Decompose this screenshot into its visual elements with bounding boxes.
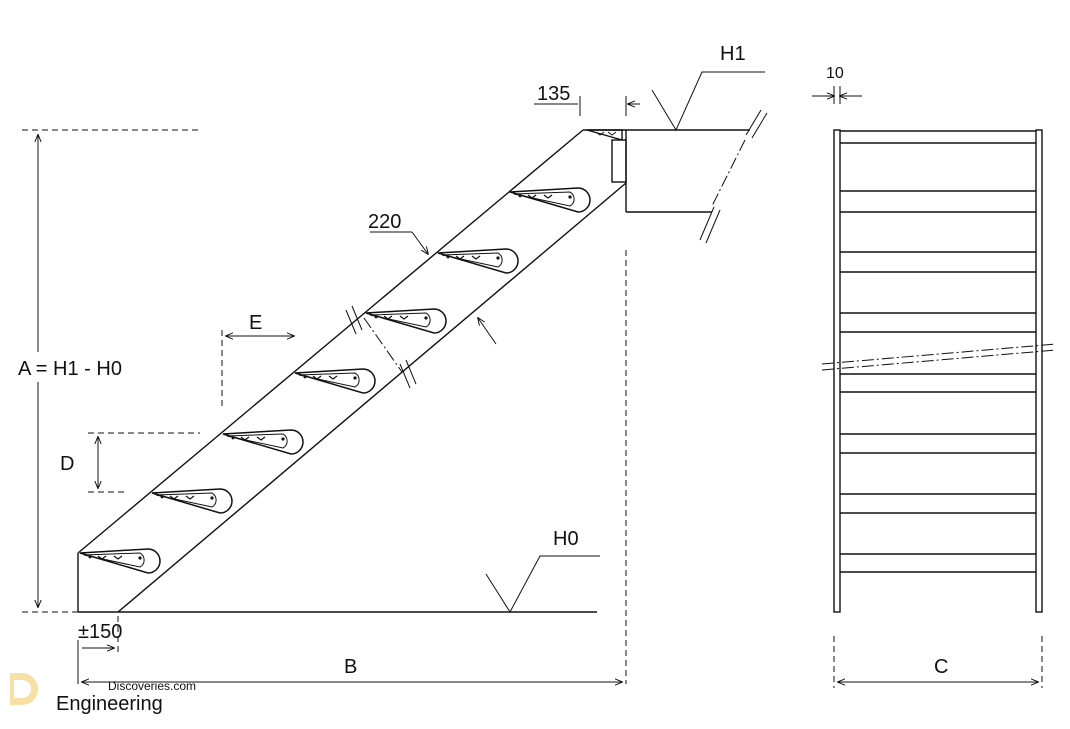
tread <box>151 488 233 514</box>
dim-e <box>221 330 294 410</box>
dim-135-label: 135 <box>537 83 570 105</box>
tread <box>222 429 304 455</box>
dim-b-label: B <box>344 656 357 678</box>
h0-marker <box>485 555 600 613</box>
tread <box>437 248 519 274</box>
dim-c <box>833 636 1043 688</box>
tread <box>509 187 591 213</box>
watermark-line2: Engineering <box>56 693 163 715</box>
stair-treads <box>79 129 623 574</box>
dim-220 <box>370 231 497 345</box>
dim-d <box>88 432 200 493</box>
tread <box>365 308 447 334</box>
h1-marker <box>651 71 765 132</box>
dim-a <box>14 129 200 613</box>
top-landing <box>611 109 768 244</box>
dim-e-label: E <box>249 312 262 334</box>
dim-c-label: C <box>934 656 948 678</box>
dim-10-label: 10 <box>826 65 844 82</box>
watermark-logo <box>10 673 38 705</box>
dim-150-label: ±150 <box>78 621 122 643</box>
front-view <box>821 129 1057 613</box>
top-tread <box>586 129 623 141</box>
dim-150 <box>77 616 119 684</box>
dim-10 <box>812 86 862 104</box>
break-marks <box>345 305 417 389</box>
tread <box>294 368 376 394</box>
front-treads <box>840 190 1036 573</box>
h0-label: H0 <box>553 528 579 550</box>
dim-135 <box>534 96 640 116</box>
dim-220-label: 220 <box>368 211 401 233</box>
watermark-line1: Discoveries.com <box>108 679 196 693</box>
tread <box>79 548 161 574</box>
h1-label: H1 <box>720 43 746 65</box>
dim-a-label: A = H1 - H0 <box>18 358 122 380</box>
dim-d-label: D <box>60 453 74 475</box>
